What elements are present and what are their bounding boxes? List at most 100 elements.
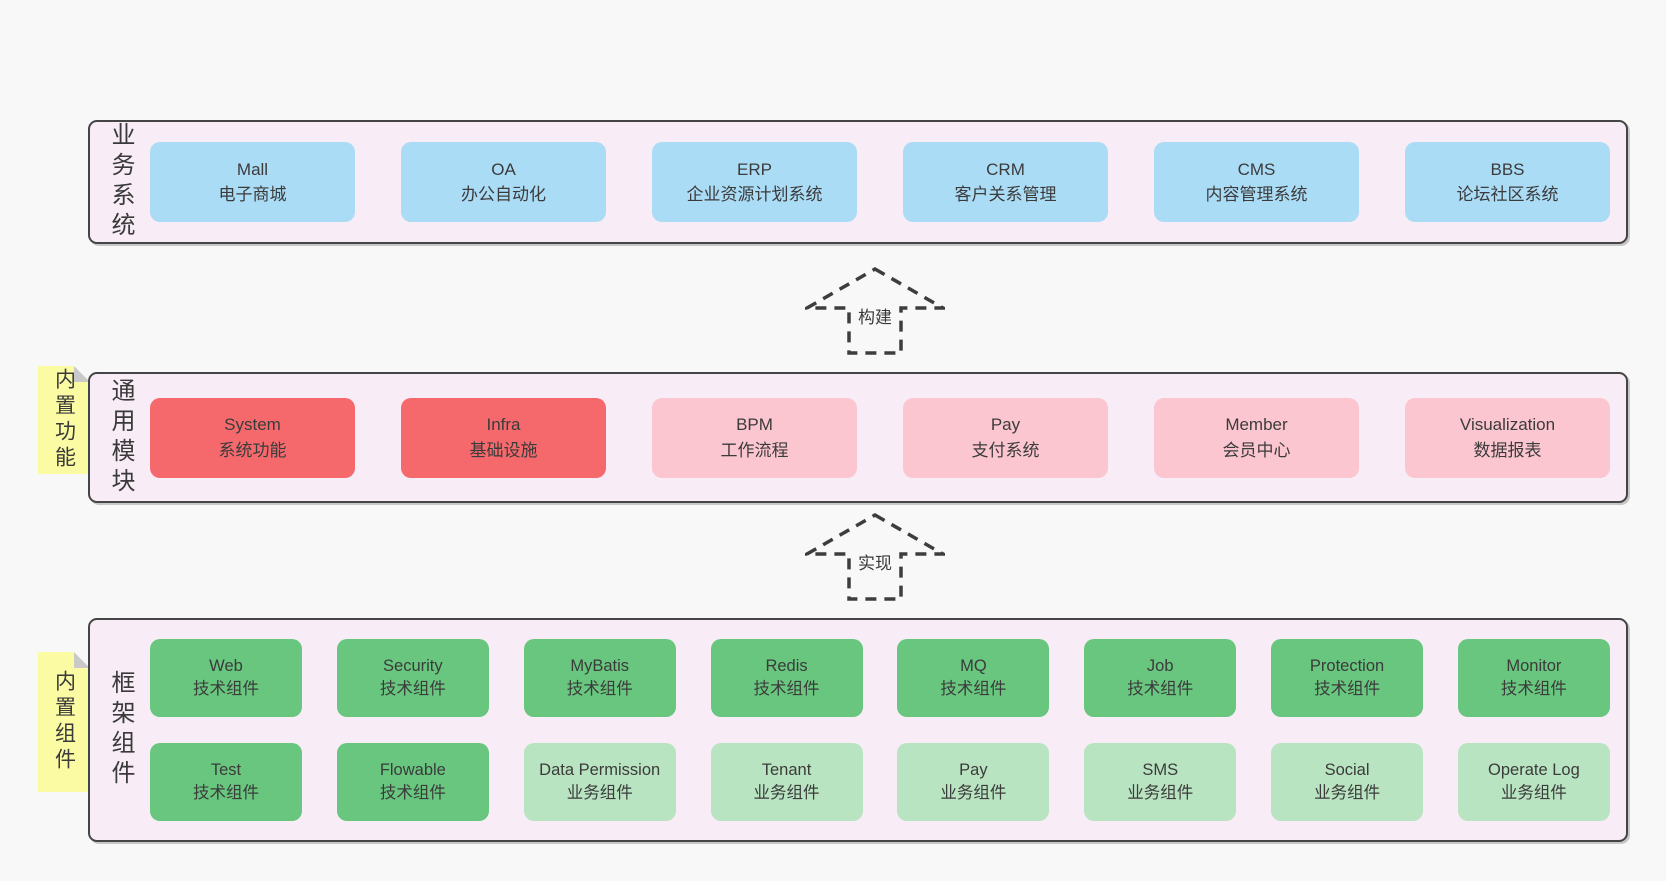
framework-components-label: 框架组件 <box>90 620 150 840</box>
box-title: Infra <box>486 415 521 434</box>
box-social: Social 业务组件 <box>1271 743 1424 821</box>
module-boxes: System 系统功能 Infra 基础设施 BPM 工作流程 Pay 支付系统… <box>150 374 1626 501</box>
build-arrow: 构建 <box>805 266 945 356</box>
sticky-label: 内置功能 <box>52 368 76 472</box>
box-title: System <box>224 415 281 434</box>
box-title: Member <box>1225 415 1288 434</box>
box-title: Flowable <box>379 760 446 779</box>
panel-title: 业务系统 <box>107 122 134 242</box>
box-infra: Infra 基础设施 <box>401 397 606 478</box>
box-title: Test <box>210 760 242 779</box>
box-title: Social <box>1324 760 1370 779</box>
box-subtitle: 业务组件 <box>1127 784 1194 802</box>
built-in-components-sticky: 内置组件 <box>38 652 90 792</box>
box-tenant: Tenant 业务组件 <box>710 743 863 821</box>
box-title: Security <box>383 656 443 675</box>
box-subtitle: 企业资源计划系统 <box>686 185 823 204</box>
built-in-functions-sticky: 内置功能 <box>38 366 90 474</box>
box-visualization: Visualization 数据报表 <box>1405 397 1610 478</box>
box-sms: SMS 业务组件 <box>1084 743 1237 821</box>
box-subtitle: 工作流程 <box>720 440 789 460</box>
box-title: Pay <box>990 415 1021 434</box>
box-subtitle: 内容管理系统 <box>1205 185 1308 204</box>
box-mybatis: MyBatis 技术组件 <box>523 639 676 717</box>
box-test: Test 技术组件 <box>150 743 302 821</box>
box-monitor: Monitor 技术组件 <box>1457 639 1610 717</box>
box-subtitle: 技术组件 <box>566 680 633 698</box>
box-pay: Pay 支付系统 <box>903 397 1108 478</box>
box-web: Web 技术组件 <box>150 639 302 717</box>
box-bbs: BBS 论坛社区系统 <box>1405 142 1610 222</box>
box-title: ERP <box>737 159 772 179</box>
arrow-up-icon <box>805 512 945 601</box>
framework-row-1: Web 技术组件 Security 技术组件 MyBatis 技术组件 Redi… <box>150 639 1610 717</box>
box-subtitle: 业务组件 <box>1500 784 1567 802</box>
implement-arrow: 实现 <box>805 512 945 602</box>
framework-components-panel: 框架组件 Web 技术组件 Security 技术组件 MyBatis 技术组件… <box>88 618 1628 842</box>
business-boxes: Mall 电子商城 OA 办公自动化 ERP 企业资源计划系统 CRM 客户关系… <box>150 122 1626 242</box>
box-title: OA <box>491 159 516 179</box>
box-subtitle: 技术组件 <box>379 680 446 698</box>
common-modules-panel: 通用模块 System 系统功能 Infra 基础设施 BPM 工作流程 Pay… <box>88 372 1628 503</box>
box-title: Web <box>209 656 243 675</box>
box-subtitle: 论坛社区系统 <box>1456 185 1559 204</box>
framework-row-2: Test 技术组件 Flowable 技术组件 Data Permission … <box>150 743 1610 821</box>
box-subtitle: 技术组件 <box>1314 680 1381 698</box>
box-subtitle: 技术组件 <box>193 784 259 802</box>
box-subtitle: 系统功能 <box>218 440 287 460</box>
box-title: Tenant <box>761 760 812 779</box>
box-subtitle: 技术组件 <box>1500 680 1567 698</box>
box-mq: MQ 技术组件 <box>897 639 1050 717</box>
box-title: SMS <box>1142 760 1179 779</box>
box-subtitle: 业务组件 <box>1314 784 1381 802</box>
box-subtitle: 业务组件 <box>566 784 633 802</box>
box-title: Monitor <box>1506 656 1562 675</box>
box-subtitle: 技术组件 <box>193 680 259 698</box>
box-redis: Redis 技术组件 <box>710 639 863 717</box>
box-title: MQ <box>960 656 987 675</box>
box-operate-log: Operate Log 业务组件 <box>1457 743 1610 821</box>
box-subtitle: 电子商城 <box>218 185 287 204</box>
box-subtitle: 技术组件 <box>379 784 446 802</box>
arrow-label: 构建 <box>855 302 895 329</box>
sticky-label: 内置组件 <box>52 670 76 774</box>
arrow-label: 实现 <box>855 548 895 575</box>
box-protection: Protection 技术组件 <box>1271 639 1424 717</box>
box-title: Protection <box>1309 656 1385 675</box>
box-mall: Mall 电子商城 <box>150 142 355 222</box>
framework-boxes: Web 技术组件 Security 技术组件 MyBatis 技术组件 Redi… <box>150 620 1626 840</box>
box-erp: ERP 企业资源计划系统 <box>652 142 857 222</box>
box-crm: CRM 客户关系管理 <box>903 142 1108 222</box>
box-title: CMS <box>1237 159 1276 179</box>
box-title: MyBatis <box>570 656 630 675</box>
box-bpm: BPM 工作流程 <box>652 397 857 478</box>
box-title: CRM <box>986 159 1025 179</box>
box-cms: CMS 内容管理系统 <box>1154 142 1359 222</box>
box-subtitle: 支付系统 <box>971 440 1040 460</box>
box-member: Member 会员中心 <box>1154 397 1359 478</box>
box-oa: OA 办公自动化 <box>401 142 606 222</box>
box-security: Security 技术组件 <box>336 639 489 717</box>
box-subtitle: 技术组件 <box>940 680 1007 698</box>
box-title: Job <box>1146 656 1174 675</box>
box-subtitle: 办公自动化 <box>461 185 546 204</box>
box-subtitle: 数据报表 <box>1473 440 1542 460</box>
box-subtitle: 客户关系管理 <box>954 185 1057 204</box>
box-title: Visualization <box>1459 415 1556 434</box>
box-title: Redis <box>765 656 808 675</box>
box-subtitle: 业务组件 <box>753 784 820 802</box>
box-job: Job 技术组件 <box>1084 639 1237 717</box>
box-data-permission: Data Permission 业务组件 <box>523 743 676 821</box>
box-subtitle: 业务组件 <box>940 784 1007 802</box>
arrow-up-icon <box>805 266 945 355</box>
box-flowable: Flowable 技术组件 <box>336 743 489 821</box>
box-title: Mall <box>236 159 269 179</box>
box-subtitle: 基础设施 <box>469 440 538 460</box>
panel-title: 通用模块 <box>107 377 134 498</box>
box-title: Data Permission <box>539 760 661 779</box>
box-system: System 系统功能 <box>150 397 355 478</box>
box-title: BBS <box>1490 159 1525 179</box>
common-modules-label: 通用模块 <box>90 374 150 501</box>
panel-title: 框架组件 <box>107 670 134 790</box>
business-systems-panel: 业务系统 Mall 电子商城 OA 办公自动化 ERP 企业资源计划系统 CRM… <box>88 120 1628 244</box>
